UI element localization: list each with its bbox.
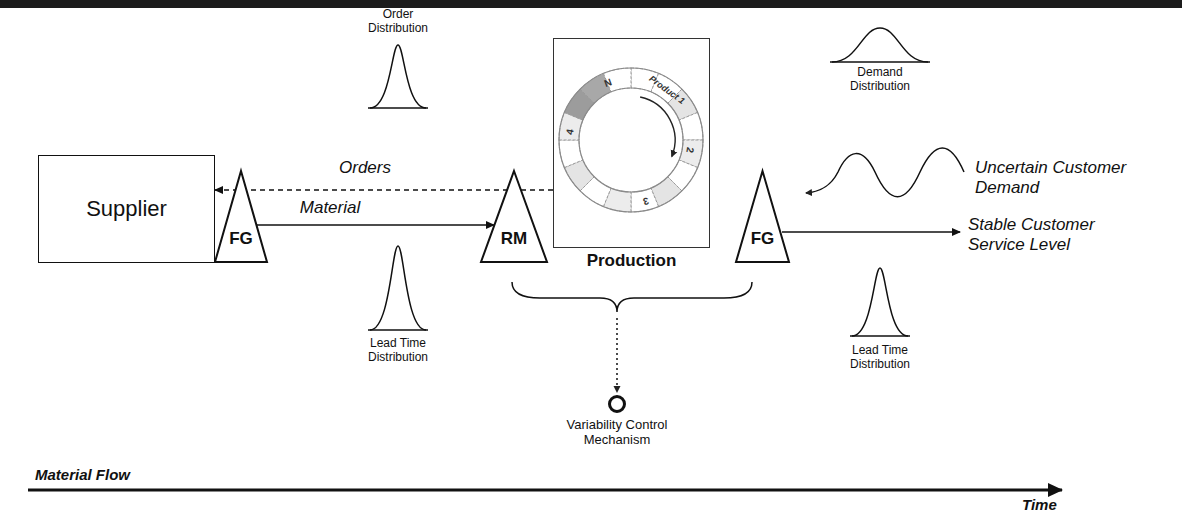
annotation-label: Time [1022,496,1082,513]
node-text: FG [735,229,790,249]
node-text: Supplier [86,196,167,222]
annotation-label: Demand Distribution [835,66,925,94]
brace [512,282,752,312]
inventory-triangle: FG [735,170,790,263]
annotation-label: Uncertain Customer Demand [975,158,1135,197]
inventory-triangle: RM [480,170,548,263]
annotation-label: Variability Control Mechanism [552,418,682,448]
triangle-outline [480,170,548,263]
annotation-label: Stable Customer Service Level [968,215,1118,254]
production-wheel [559,68,703,212]
triangle-outline [735,170,790,263]
wheel-label: 2 [684,146,696,153]
triangle-outline [214,170,268,263]
control-knob [610,397,625,412]
inventory-triangle: FG [214,170,268,263]
node-text: Production [534,251,729,271]
service-arrow [782,231,960,233]
annotation-label: Order Distribution [353,8,443,36]
supplier-box: Supplier [38,155,215,263]
control-link [616,318,618,392]
distribution-curves [368,28,930,336]
node-text: FG [214,229,268,249]
edge-label: Orders [337,158,393,178]
flow-connector [215,189,553,191]
demand-wave [806,148,964,197]
node-text: RM [480,229,548,249]
production-box: Production [553,38,710,248]
annotation-label: Lead Time Distribution [835,344,925,372]
annotation-label: Lead Time Distribution [353,337,443,365]
top-bar [0,0,1182,8]
edge-label: Material [298,198,362,218]
flow-connector [257,224,494,226]
time-axis [28,489,1062,492]
annotation-label: Material Flow [35,466,195,483]
